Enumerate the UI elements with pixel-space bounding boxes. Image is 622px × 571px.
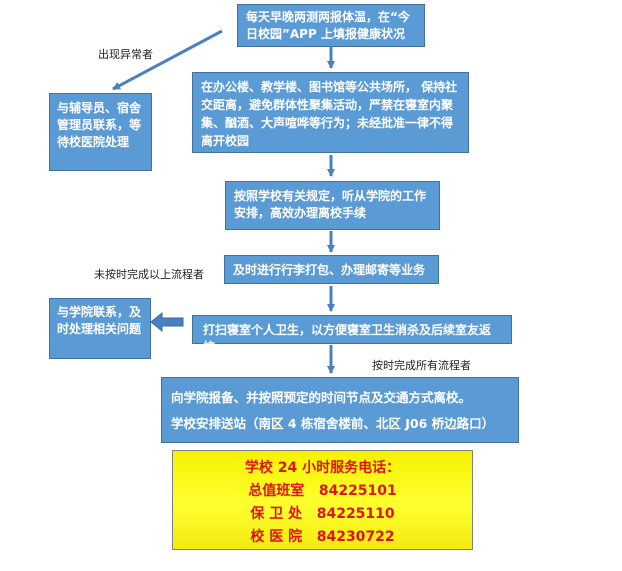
box-contact-college: 与学院联系，及时处理相关问题 (49, 298, 151, 359)
hotline-number: 84225101 (318, 483, 397, 499)
box-packing-text: 及时进行行李打包、办理邮寄等业务 (233, 263, 426, 277)
box-packing: 及时进行行李打包、办理邮寄等业务 (224, 255, 439, 284)
box-procedures-text: 按照学校有关规定，听从学院的工作安排，高效办理离校手续 (234, 189, 427, 220)
box-procedures: 按照学校有关规定，听从学院的工作安排，高效办理离校手续 (225, 181, 440, 230)
box-public-places-text: 在办公楼、教学楼、图书馆等公共场所， 保持社交距离，避免群体性聚集活动，严禁在寝… (201, 80, 458, 148)
hotline-row: 校 医 院 84230722 (173, 526, 472, 549)
note-abnormal: 出现异常者 (98, 48, 153, 61)
hotline-box: 学校 24 小时服务电话： 总值班室 84225101 保 卫 处 842251… (172, 450, 473, 550)
note-not-completed: 未按时完成以上流程者 (94, 268, 204, 281)
hotline-number: 84230722 (316, 529, 395, 545)
box-contact-counselor-text: 与辅导员、宿舍管理员联系，等待校医院处理 (57, 101, 142, 149)
box-temperature-report: 每天早晚两测两报体温，在“今日校园”APP 上填报健康状况 (237, 4, 425, 47)
hotline-title: 学校 24 小时服务电话： (244, 460, 401, 476)
hotline-row: 保 卫 处 84225110 (173, 503, 472, 526)
arrow-left-college (150, 311, 184, 333)
hotline-label: 保 卫 处 (250, 506, 303, 522)
box-report-leave: 向学院报备、并按照预定的时间节点及交通方式离校。 学校安排送站（南区 4 栋宿舍… (161, 377, 519, 443)
box-cleaning-text: 打扫寝室个人卫生，以方便寝室卫生消杀及后续室友返校 (203, 323, 492, 354)
box-public-places: 在办公楼、教学楼、图书馆等公共场所， 保持社交距离，避免群体性聚集活动，严禁在寝… (192, 72, 469, 153)
hotline-row: 总值班室 84225101 (173, 480, 472, 503)
box-cleaning: 打扫寝室个人卫生，以方便寝室卫生消杀及后续室友返校 (192, 315, 512, 354)
arrow-abnormal (112, 29, 223, 91)
hotline-label: 总值班室 (248, 483, 305, 499)
hotline-label: 校 医 院 (250, 529, 303, 545)
box-temperature-text: 每天早晚两测两报体温，在“今日校园”APP 上填报健康状况 (246, 10, 410, 41)
box-contact-counselor: 与辅导员、宿舍管理员联系，等待校医院处理 (49, 93, 152, 171)
report-line-2: 学校安排送站（南区 4 栋宿舍楼前、北区 J06 桥边路口） (171, 416, 495, 431)
note-completed: 按时完成所有流程者 (372, 359, 471, 372)
box-contact-college-text: 与学院联系，及时处理相关问题 (57, 305, 142, 336)
hotline-number: 84225110 (316, 506, 395, 522)
report-line-1: 向学院报备、并按照预定的时间节点及交通方式离校。 (171, 390, 472, 405)
